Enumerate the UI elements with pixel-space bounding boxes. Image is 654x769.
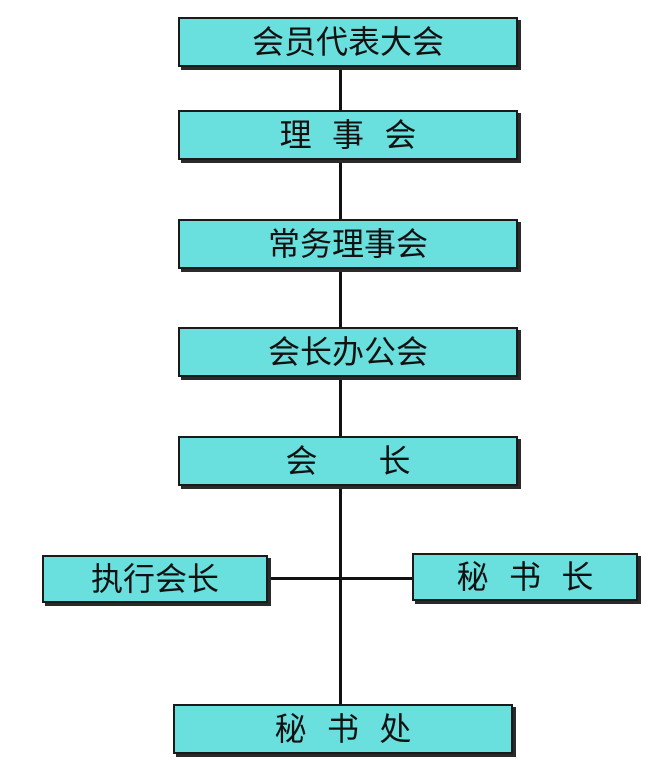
node-president: 会 长 [178, 436, 518, 486]
node-president-office-meeting: 会长办公会 [178, 327, 518, 377]
node-label: 理 事 会 [279, 116, 417, 154]
node-label: 常务理事会 [267, 225, 428, 263]
node-secretary-general: 秘 书 长 [412, 553, 638, 601]
node-executive-president: 执行会长 [42, 555, 268, 603]
connector-main-vertical [339, 66, 342, 706]
node-label: 会员代表大会 [251, 23, 444, 61]
node-label: 会 长 [285, 442, 411, 480]
node-label: 执行会长 [90, 560, 219, 598]
node-standing-council: 常务理事会 [178, 219, 518, 269]
node-label: 秘 书 处 [274, 710, 412, 748]
node-council: 理 事 会 [178, 110, 518, 160]
node-label: 秘 书 长 [456, 558, 594, 596]
connector-left-horizontal [268, 577, 341, 580]
node-secretariat: 秘 书 处 [173, 704, 513, 754]
node-general-assembly: 会员代表大会 [178, 17, 518, 67]
connector-right-horizontal [340, 577, 413, 580]
node-label: 会长办公会 [267, 333, 428, 371]
